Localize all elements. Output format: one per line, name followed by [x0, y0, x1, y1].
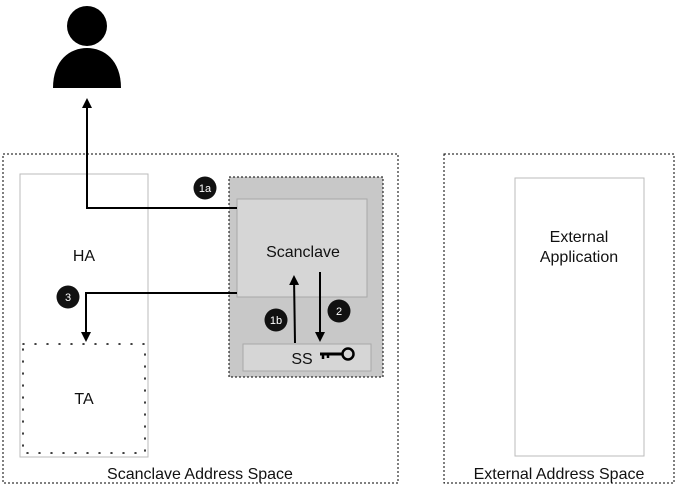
step-badge-1b: 1b [264, 308, 288, 332]
scanclave-label: Scanclave [266, 244, 340, 261]
ss-label: SS [291, 351, 312, 368]
ta-box [22, 343, 146, 454]
external-address-space-boundary [443, 153, 675, 484]
arrow-1b [289, 275, 300, 344]
external-application-line1: External [550, 229, 609, 246]
external-address-space-label: External Address Space [474, 466, 645, 483]
key-icon [320, 347, 355, 361]
ha-label: HA [73, 248, 96, 265]
step-badge-3: 3 [56, 285, 80, 309]
user-icon [53, 6, 121, 88]
step-badge-2: 2 [327, 299, 351, 323]
arrow-1a [82, 98, 237, 209]
external-application-line2: Application [540, 249, 618, 266]
step-1b-text: 1b [270, 315, 282, 327]
scanclave-address-space-label: Scanclave Address Space [107, 466, 293, 483]
ta-label: TA [74, 391, 94, 408]
scanclave-box [236, 198, 368, 298]
external-application-box [514, 177, 645, 457]
arrow-3 [81, 292, 237, 342]
step-badge-1a: 1a [193, 176, 217, 200]
step-1a-text: 1a [199, 183, 212, 195]
step-3-text: 3 [65, 292, 71, 304]
step-2-text: 2 [336, 306, 342, 318]
scanclave-address-space-boundary [2, 153, 399, 484]
